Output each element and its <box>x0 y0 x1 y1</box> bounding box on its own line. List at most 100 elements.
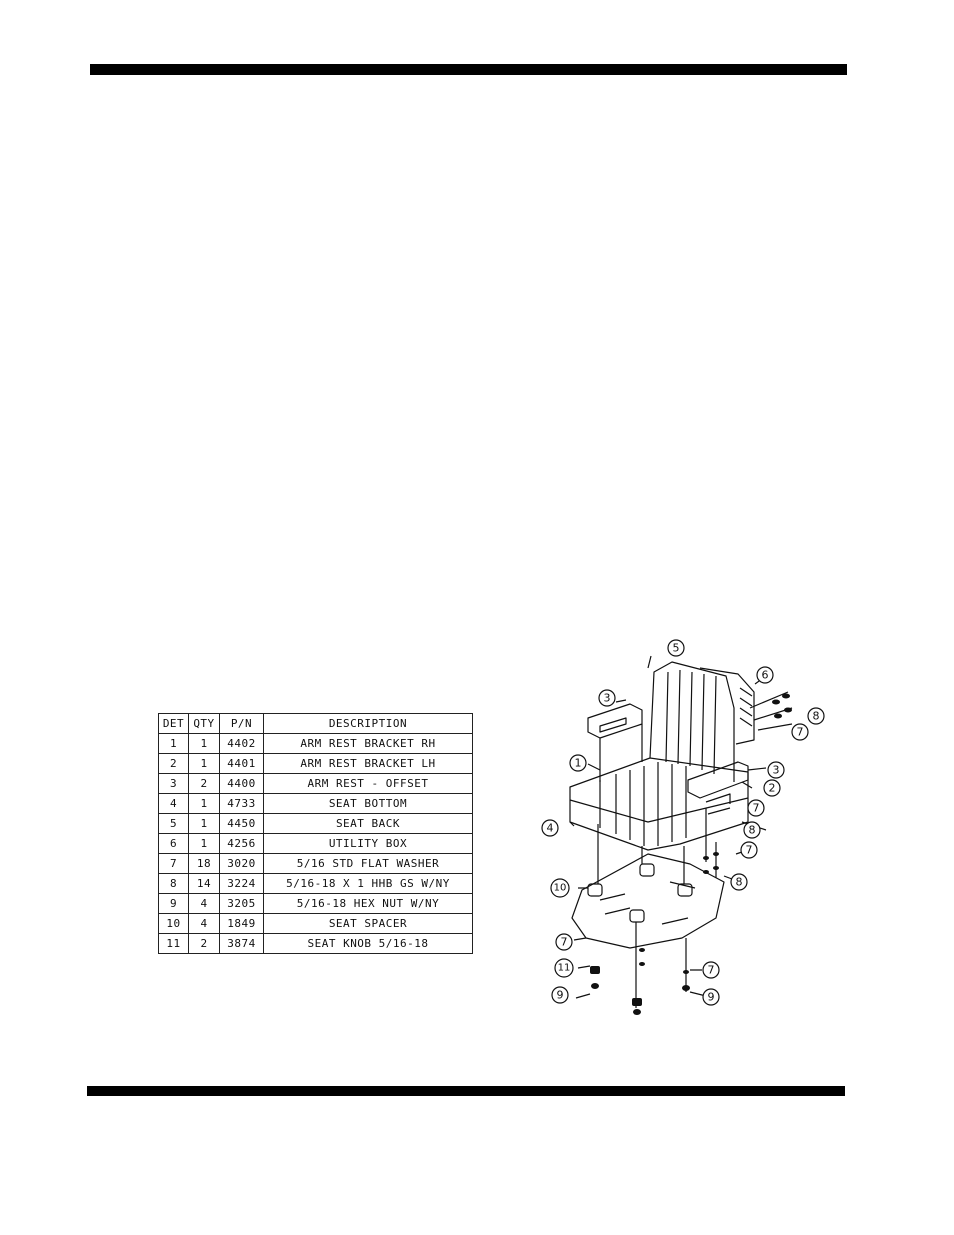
callout-5-circle <box>667 639 685 657</box>
cell-qty: 1 <box>188 833 220 854</box>
left-arm-rest-slot <box>599 717 627 733</box>
callout-10-circle <box>550 878 570 898</box>
seat-base-plate <box>571 853 725 949</box>
cell-det: 5 <box>158 813 189 834</box>
cell-pn: 4402 <box>219 733 264 754</box>
fastener-leader-lines <box>597 691 793 1008</box>
callout-5-label: 5 <box>673 642 680 655</box>
left-arm-rest-bracket <box>599 724 643 782</box>
callout-7-mid-label: 7 <box>753 802 760 815</box>
callout-11-circle <box>554 958 574 978</box>
callout-2-circle <box>763 779 781 797</box>
cell-description: SEAT BACK <box>263 813 473 834</box>
callout-7-mid-circle <box>747 799 765 817</box>
callout-8-top-circle <box>807 707 825 725</box>
cell-description: 5/16 STD FLAT WASHER <box>263 853 473 874</box>
callout-2-label: 2 <box>769 782 776 795</box>
callout-11-label: 11 <box>558 963 571 974</box>
callout-7-top-circle <box>791 723 809 741</box>
cell-det: 10 <box>158 913 189 934</box>
right-arm-rest-bracket <box>705 793 731 815</box>
cell-description: 5/16-18 HEX NUT W/NY <box>263 893 473 914</box>
cell-qty: 1 <box>188 813 220 834</box>
cell-description: 5/16-18 X 1 HHB GS W/NY <box>263 873 473 894</box>
cell-description: SEAT SPACER <box>263 913 473 934</box>
cell-description: SEAT KNOB 5/16-18 <box>263 933 473 954</box>
callout-4-circle <box>541 819 559 837</box>
cell-pn: 4733 <box>219 793 264 814</box>
callout-3-left-circle <box>598 689 616 707</box>
callout-7-lower-circle <box>740 841 758 859</box>
header-qty: QTY <box>188 713 220 734</box>
callout-1-label: 1 <box>575 757 582 770</box>
cell-description: UTILITY BOX <box>263 833 473 854</box>
cell-description: ARM REST BRACKET LH <box>263 753 473 774</box>
cell-qty: 2 <box>188 933 220 954</box>
callout-4-label: 4 <box>547 822 554 835</box>
callout-3-right-label: 3 <box>773 764 780 777</box>
right-arm-rest <box>687 761 749 799</box>
cell-det: 9 <box>158 893 189 914</box>
cell-pn: 4400 <box>219 773 264 794</box>
callout-10-label: 10 <box>554 883 567 894</box>
cell-qty: 1 <box>188 733 220 754</box>
cell-qty: 14 <box>188 873 220 894</box>
base-plate-slots <box>599 881 696 925</box>
callout-8-top-label: 8 <box>813 710 820 723</box>
callout-7-right-label: 7 <box>708 964 715 977</box>
callout-3-left-label: 3 <box>604 692 611 705</box>
cell-det: 6 <box>158 833 189 854</box>
cell-qty: 4 <box>188 893 220 914</box>
callout-8-lower-circle <box>730 873 748 891</box>
cell-pn: 1849 <box>219 913 264 934</box>
callout-9-right-circle <box>702 988 720 1006</box>
seat-spacers <box>587 863 693 923</box>
cell-pn: 4256 <box>219 833 264 854</box>
top-rule <box>90 64 847 75</box>
header-pn: P/N <box>219 713 264 734</box>
callout-8-lower-label: 8 <box>736 876 743 889</box>
cell-qty: 18 <box>188 853 220 874</box>
cell-det: 7 <box>158 853 189 874</box>
callout-9-right-label: 9 <box>708 991 715 1004</box>
callout-8-mid-label: 8 <box>749 824 756 837</box>
cell-pn: 3205 <box>219 893 264 914</box>
cell-pn: 3874 <box>219 933 264 954</box>
callout-9-left-circle <box>551 986 569 1004</box>
cell-qty: 4 <box>188 913 220 934</box>
callout-7-left-label: 7 <box>561 936 568 949</box>
callout-7-left-circle <box>555 933 573 951</box>
cell-det: 3 <box>158 773 189 794</box>
callout-7-lower-label: 7 <box>746 844 753 857</box>
header-description: DESCRIPTION <box>263 713 473 734</box>
seat-assembly-drawing: 5 6 3 8 7 1 3 2 4 7 8 7 8 10 7 11 7 9 9 <box>541 639 825 1015</box>
utility-box <box>699 667 755 745</box>
cell-description: ARM REST - OFFSET <box>263 773 473 794</box>
cell-det: 2 <box>158 753 189 774</box>
cell-pn: 3224 <box>219 873 264 894</box>
cell-pn: 3020 <box>219 853 264 874</box>
cell-pn: 4401 <box>219 753 264 774</box>
callout-6-label: 6 <box>762 669 769 682</box>
bottom-rule <box>87 1086 845 1096</box>
hardware-parts <box>590 693 792 1015</box>
cell-qty: 1 <box>188 793 220 814</box>
callout-6-circle <box>756 666 774 684</box>
cell-det: 11 <box>158 933 189 954</box>
cell-det: 1 <box>158 733 189 754</box>
callout-1-circle <box>569 754 587 772</box>
header-det: DET <box>158 713 189 734</box>
cell-description: SEAT BOTTOM <box>263 793 473 814</box>
callout-9-left-label: 9 <box>557 989 564 1002</box>
callout-7-right-circle <box>702 961 720 979</box>
cell-det: 4 <box>158 793 189 814</box>
